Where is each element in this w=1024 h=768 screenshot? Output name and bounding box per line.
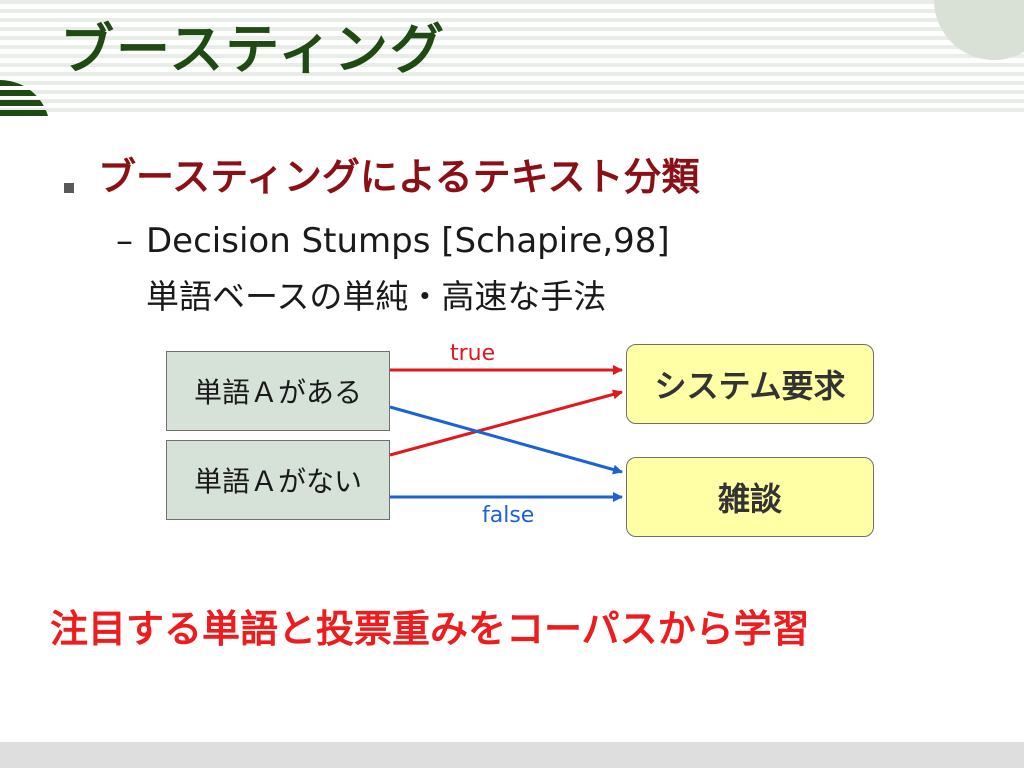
bullet-heading: ブースティングによるテキスト分類 <box>98 155 700 199</box>
bullet-square-icon <box>64 183 74 193</box>
sub-bullet-line1: Decision Stumps [Schapire,98] <box>146 221 670 261</box>
condition-box-present: 単語Ａがある <box>166 351 390 431</box>
footer-bar <box>0 742 1024 768</box>
edge-label-false: false <box>482 503 535 528</box>
slide-title: ブースティング <box>60 18 447 81</box>
left-arc-decoration <box>0 80 50 116</box>
arrow-present-false <box>389 405 623 475</box>
sub-bullet-line2: 単語ベースの単純・高速な手法 <box>146 277 607 316</box>
result-box-chat: 雑談 <box>626 457 874 537</box>
conclusion-text: 注目する単語と投票重みをコーパスから学習 <box>50 607 810 651</box>
sub-bullet-dash: – <box>116 221 133 261</box>
arrow-absent-true <box>389 389 623 457</box>
edge-label-true: true <box>450 341 496 366</box>
header-stripes <box>0 0 1024 112</box>
condition-box-absent: 単語Ａがない <box>166 440 390 520</box>
result-box-system-request: システム要求 <box>626 344 874 424</box>
